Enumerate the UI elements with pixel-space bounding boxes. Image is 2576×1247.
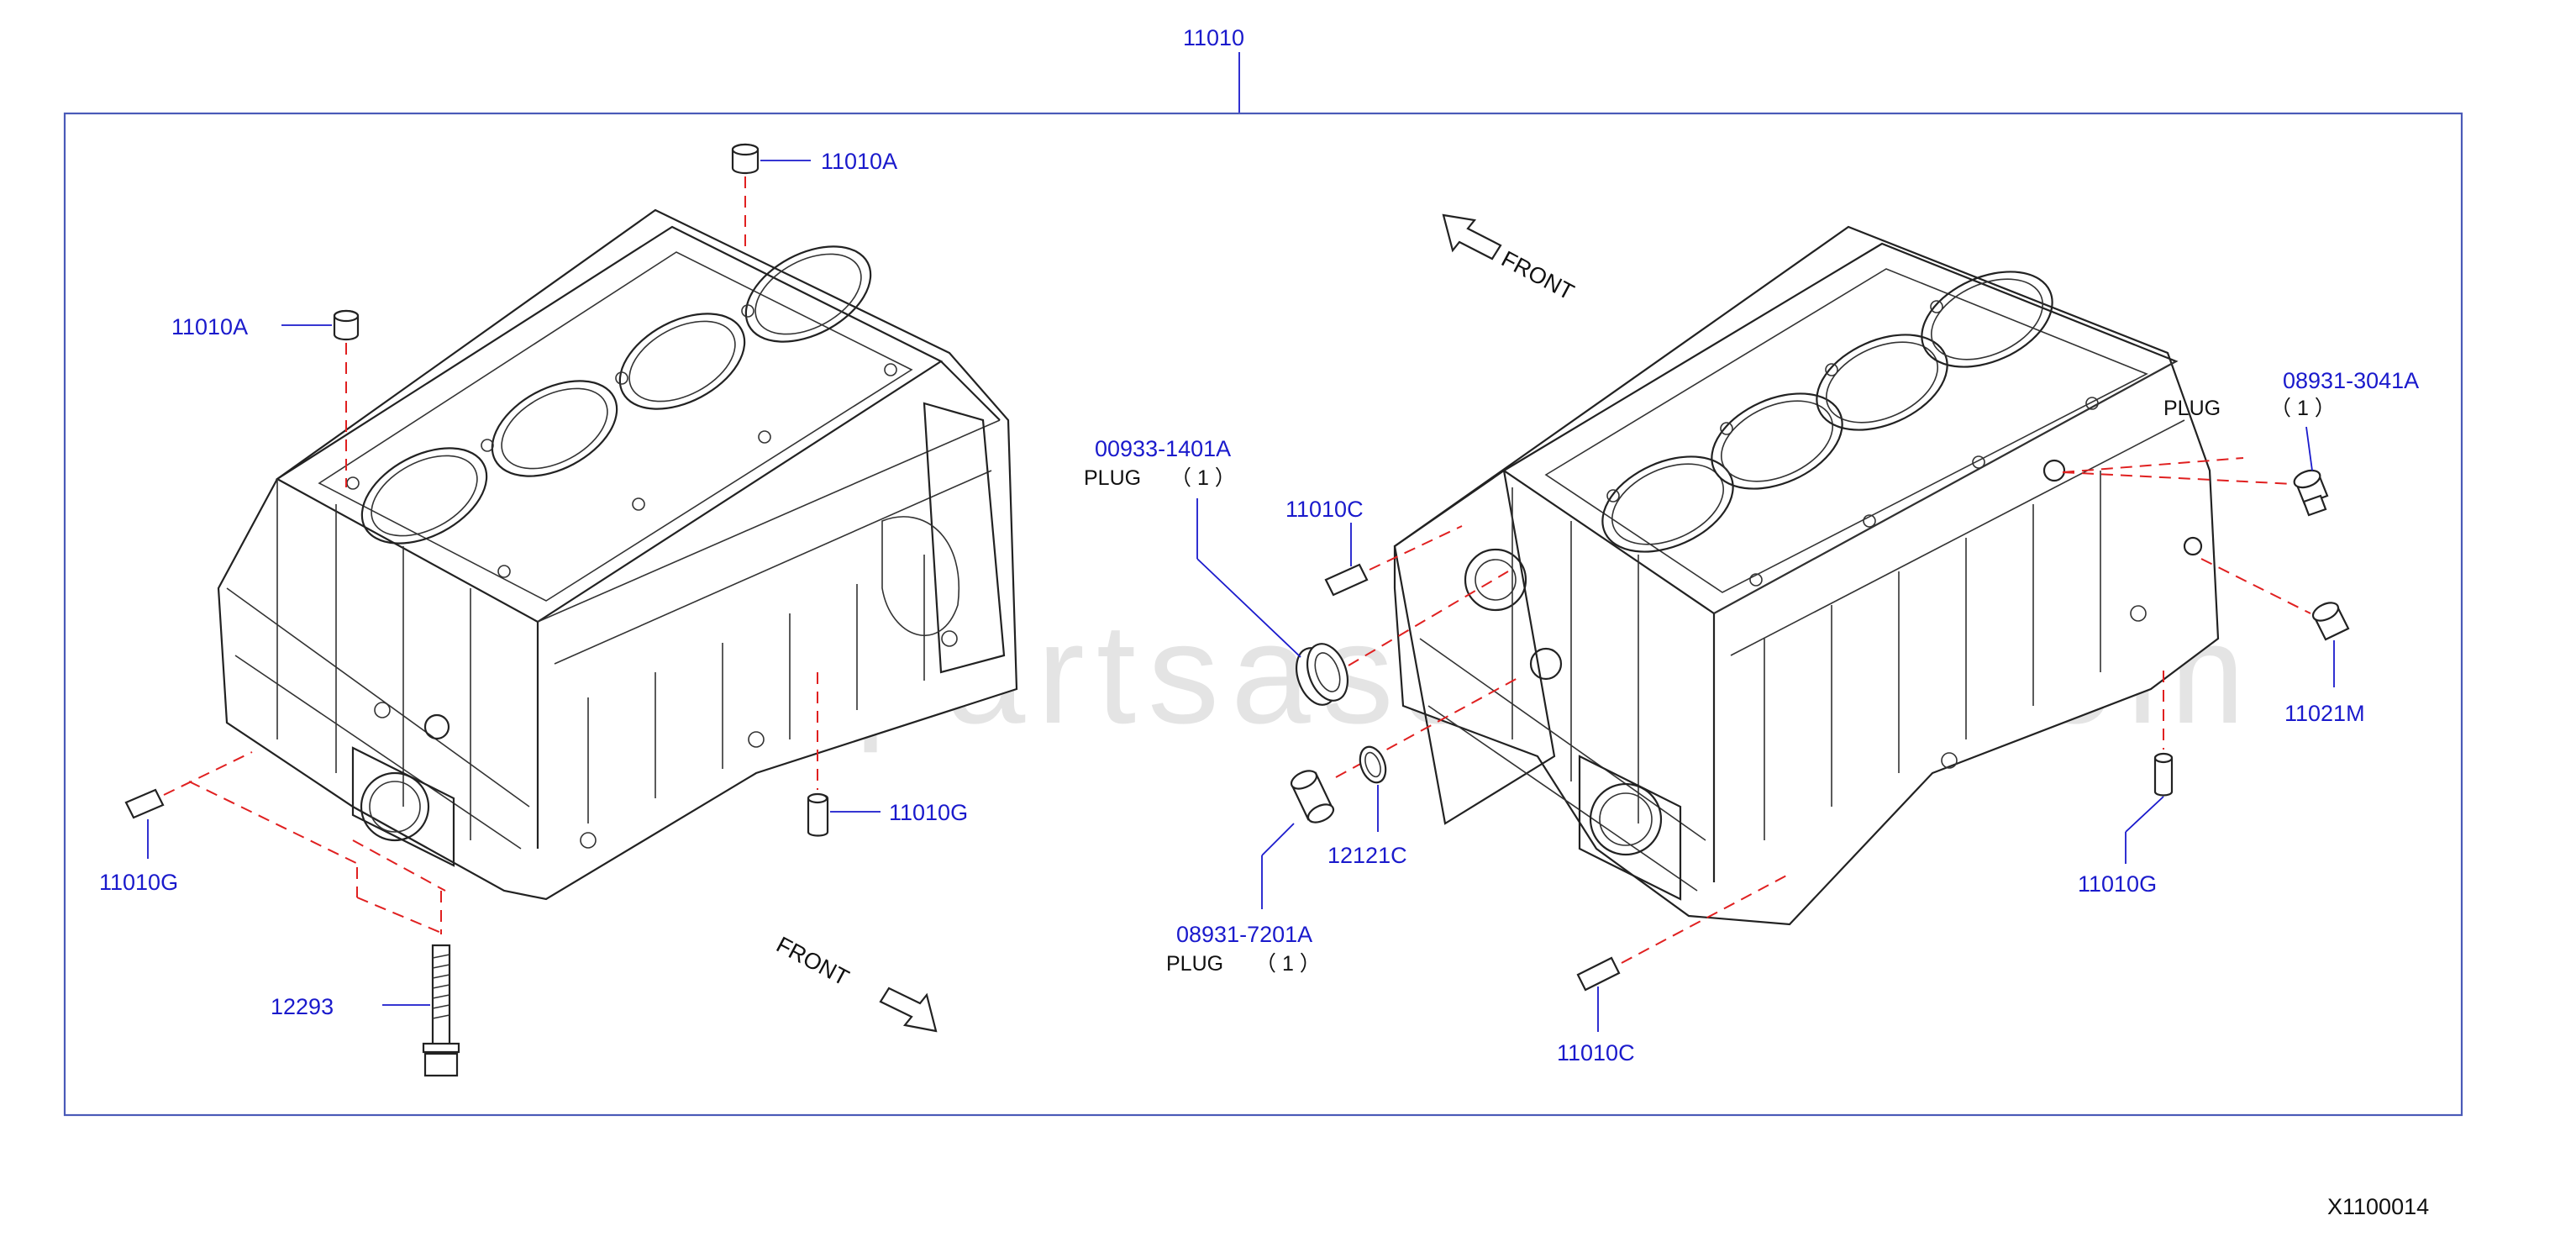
part-11010C-top[interactable]: 11010C bbox=[1285, 497, 1463, 597]
assembly-number-label[interactable]: 11010 bbox=[1183, 25, 1244, 50]
part-11010G-left[interactable]: 11010G bbox=[99, 751, 446, 895]
callout-11010G-mid[interactable]: 11010G bbox=[889, 800, 968, 825]
cylinder-block-left[interactable] bbox=[217, 208, 1018, 901]
part-12293-bolt[interactable]: 12293 bbox=[271, 944, 460, 1077]
seal-guide bbox=[1348, 571, 1509, 666]
callout-08931-3041A-qty: （ 1 ） bbox=[2270, 397, 2336, 420]
part-11010C-bottom[interactable]: 11010C bbox=[1557, 873, 1790, 1065]
front-label-bottom: FRONT bbox=[772, 932, 853, 991]
callout-11010C-bottom[interactable]: 11010C bbox=[1557, 1040, 1635, 1065]
callout-08931-7201A-qty: （ 1 ） bbox=[1255, 952, 1321, 976]
assembly-frame bbox=[63, 112, 2463, 1117]
callout-00933-plug: PLUG bbox=[1084, 466, 1141, 490]
part-12121C-washer[interactable]: 12121C bbox=[1327, 744, 1407, 868]
part-11010G-mid[interactable]: 11010G bbox=[807, 672, 968, 837]
part-00933-1401A[interactable]: 00933-1401A PLUG （ 1 ） bbox=[1084, 436, 1355, 710]
part-11021M[interactable]: 11021M bbox=[2200, 558, 2365, 726]
bolt-guide-2 bbox=[356, 897, 442, 934]
callout-12293[interactable]: 12293 bbox=[271, 994, 334, 1019]
callout-12121C[interactable]: 12121C bbox=[1327, 843, 1407, 868]
front-label-top: FRONT bbox=[1497, 246, 1578, 305]
part-11010A-top[interactable]: 11010A bbox=[731, 143, 897, 252]
callout-11021M[interactable]: 11021M bbox=[2284, 701, 2365, 726]
part-11010G-right[interactable]: 11010G bbox=[2078, 671, 2174, 897]
callout-11010A-left[interactable]: 11010A bbox=[171, 314, 248, 339]
front-arrow-top: FRONT bbox=[1442, 213, 1578, 305]
callout-11010C-top[interactable]: 11010C bbox=[1285, 497, 1364, 522]
catalog-reference: X1100014 bbox=[2327, 1194, 2429, 1219]
part-11010A-left[interactable]: 11010A bbox=[171, 309, 360, 487]
callout-00933-1401A[interactable]: 00933-1401A bbox=[1095, 436, 1231, 461]
callout-00933-qty: （ 1 ） bbox=[1170, 466, 1236, 490]
callout-08931-3041A-plug: PLUG bbox=[2163, 397, 2221, 420]
front-arrow-bottom: FRONT bbox=[772, 932, 938, 1033]
callout-11010A-top[interactable]: 11010A bbox=[821, 149, 897, 174]
callout-11010G-right[interactable]: 11010G bbox=[2078, 871, 2157, 897]
part-08931-7201A[interactable]: 08931-7201A PLUG （ 1 ） bbox=[1166, 767, 1336, 976]
part-08931-3041A[interactable]: 08931-3041A PLUG （ 1 ） bbox=[2062, 368, 2419, 517]
callout-08931-7201A-plug: PLUG bbox=[1166, 952, 1223, 976]
cylinder-block-right[interactable] bbox=[1393, 225, 2220, 926]
callout-08931-7201A[interactable]: 08931-7201A bbox=[1176, 922, 1312, 947]
callout-11010G-left[interactable]: 11010G bbox=[99, 870, 178, 895]
plug-guide bbox=[1335, 676, 1522, 778]
callout-08931-3041A[interactable]: 08931-3041A bbox=[2283, 368, 2419, 393]
